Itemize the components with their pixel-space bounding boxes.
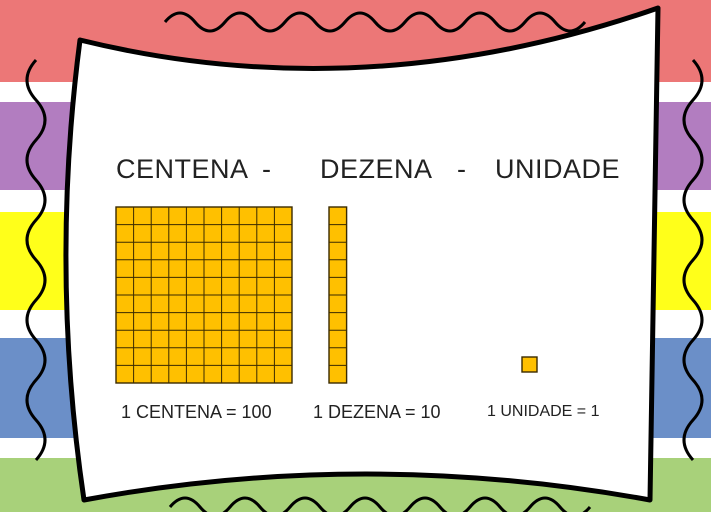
title-separator-2: - bbox=[457, 154, 467, 184]
bottom-wave-line bbox=[168, 496, 592, 512]
top-wave-line bbox=[163, 11, 587, 33]
title-unidade: UNIDADE bbox=[495, 154, 621, 184]
hundred-block bbox=[115, 206, 293, 384]
caption-dezena: 1 DEZENA = 10 bbox=[313, 402, 441, 422]
unit-block bbox=[521, 356, 538, 373]
title-centena: CENTENA bbox=[116, 154, 249, 184]
title-separator-1: - bbox=[262, 154, 272, 184]
unit-block-outline bbox=[521, 356, 538, 373]
left-wave-line bbox=[25, 58, 47, 462]
caption-unidade: 1 UNIDADE = 1 bbox=[487, 403, 600, 420]
right-wave-line bbox=[682, 58, 704, 462]
ten-block bbox=[328, 206, 348, 384]
caption-centena: 1 CENTENA = 100 bbox=[121, 402, 272, 422]
title-dezena: DEZENA bbox=[320, 154, 433, 184]
